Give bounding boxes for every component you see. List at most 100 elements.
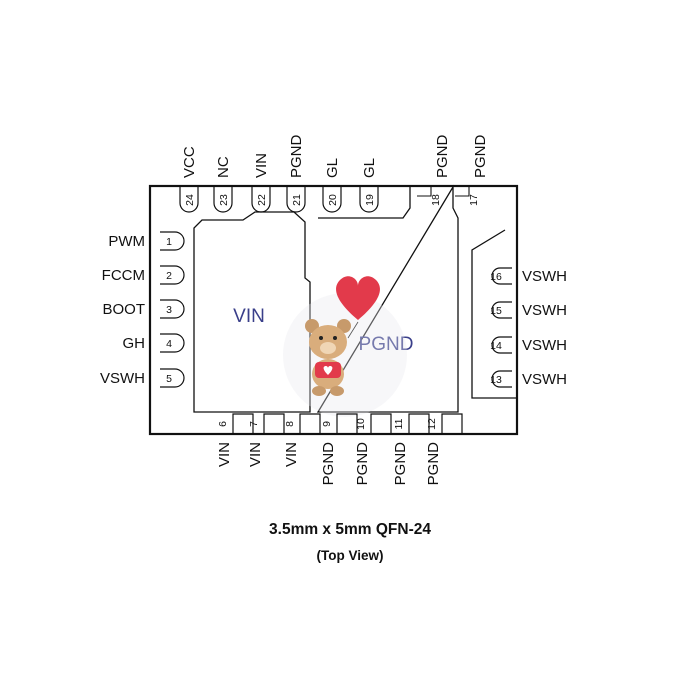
pin-number: 5 [166, 373, 172, 385]
pin-pad [286, 186, 306, 213]
heart-balloon-icon [336, 276, 380, 320]
pin-number: 10 [355, 418, 367, 430]
pin-pad [179, 186, 199, 213]
pgnd-pad-label: PGND [359, 334, 414, 355]
pin-pad [263, 413, 285, 434]
pin-pad [336, 413, 358, 434]
pin-pad [359, 186, 379, 213]
pin-number: 15 [490, 305, 502, 317]
pin-pad [491, 301, 512, 319]
pin-17: 17 PGND [455, 134, 489, 206]
pin-number: 20 [327, 194, 339, 206]
pin-4: 4 GH [123, 333, 185, 353]
pin-name: VIN [283, 442, 300, 467]
pin-name: VSWH [522, 337, 567, 354]
pin-18: 18 PGND [417, 134, 451, 206]
pin-number: 14 [490, 340, 502, 352]
pin-pad [322, 186, 342, 213]
vswh-bracket [471, 229, 516, 399]
pin-name: BOOT [102, 301, 145, 318]
pin-name: VIN [247, 442, 264, 467]
pin-name: PWM [108, 233, 145, 250]
pin-number: 6 [217, 421, 229, 427]
pin-pad [408, 413, 430, 434]
pin-name: PGND [472, 134, 489, 178]
pin-number: 12 [426, 418, 438, 430]
package-caption-title: 3.5mm x 5mm QFN-24 [269, 521, 431, 538]
pin-pad [160, 333, 185, 353]
pin-name: NC [215, 156, 232, 178]
pin-name: VSWH [522, 302, 567, 319]
pin-number: 1 [166, 236, 172, 248]
pin-20: 20 GL [322, 158, 342, 213]
pin-number: 22 [256, 194, 268, 206]
pin-pad [160, 265, 185, 285]
vin-pad-label: VIN [233, 306, 265, 327]
pin-2: 2 FCCM [102, 265, 185, 285]
pin-pad [441, 413, 463, 434]
pin-name: GH [123, 335, 146, 352]
pin-pad [455, 186, 470, 197]
pin-pad [491, 267, 512, 285]
teddy-bear-watermark [283, 276, 407, 417]
pin-24: 24 VCC [179, 146, 199, 213]
pin-number: 11 [393, 418, 405, 429]
pin-name: PGND [288, 134, 305, 178]
pin-name: PGND [392, 442, 409, 486]
pin-number: 3 [166, 304, 172, 316]
pin-number: 4 [166, 338, 172, 350]
pin-pad [491, 370, 512, 388]
pin-number: 16 [490, 271, 502, 283]
pin-3: 3 BOOT [102, 299, 185, 319]
pin-pad [232, 413, 254, 434]
pin-number: 7 [248, 421, 260, 427]
pin-number: 13 [490, 374, 502, 386]
pin-pad [160, 299, 185, 319]
pin-name: VSWH [522, 371, 567, 388]
pin-pad [213, 186, 233, 213]
vin-pad [193, 211, 311, 413]
pin-14: 14 VSWH [490, 336, 567, 354]
pin-name: VSWH [522, 268, 567, 285]
pin-16: 16 VSWH [490, 267, 567, 285]
pin-name: PGND [354, 442, 371, 486]
pin-number: 19 [364, 194, 376, 206]
pin-pad [299, 413, 321, 434]
pin-number: 24 [184, 194, 196, 206]
pin-name: FCCM [102, 267, 145, 284]
pin-name: GL [324, 158, 341, 178]
pin-name: VCC [181, 146, 198, 178]
pin-pad [491, 336, 512, 354]
pin-name: PGND [434, 134, 451, 178]
pin-pad [417, 186, 432, 197]
package-caption-subtitle: (Top View) [316, 548, 384, 563]
pin-number: 2 [166, 270, 172, 282]
pin-name: VIN [216, 442, 233, 467]
pin-number: 17 [468, 194, 480, 206]
pin-number: 8 [284, 421, 296, 427]
pin-1: 1 PWM [108, 231, 185, 251]
pin-pad [160, 368, 185, 388]
pin-name: GL [361, 158, 378, 178]
pin-number: 18 [430, 194, 442, 206]
pin-name: PGND [320, 442, 337, 486]
pin-pad [251, 186, 271, 213]
pin-19: 19 GL [359, 158, 379, 213]
pin-15: 15 VSWH [490, 301, 567, 319]
